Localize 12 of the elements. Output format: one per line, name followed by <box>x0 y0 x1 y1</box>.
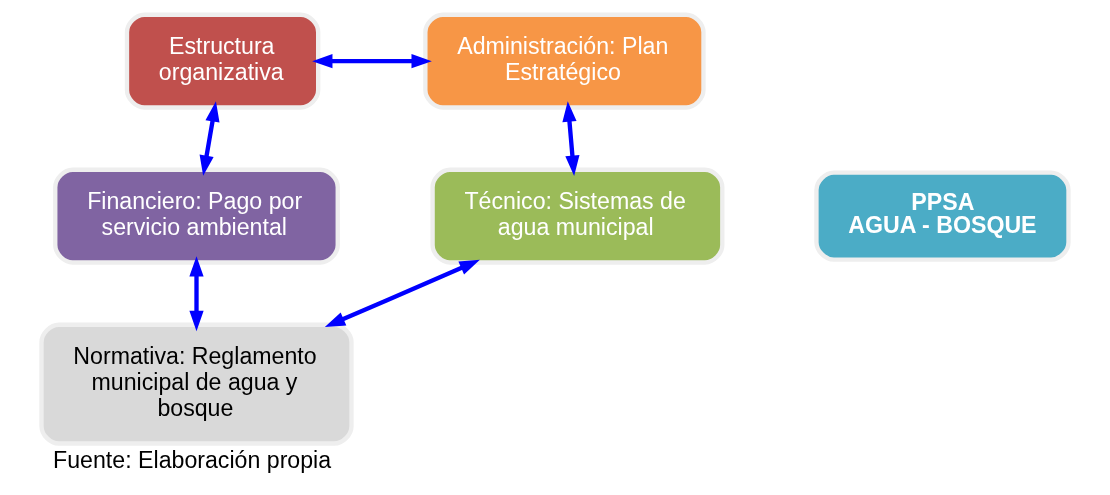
arrow <box>562 100 580 176</box>
arrow <box>324 259 480 327</box>
arrow <box>189 255 204 331</box>
node-box: Administración: Plan Estratégico <box>423 12 706 110</box>
node-box: Técnico: Sistemas de agua municipal <box>430 167 725 265</box>
node-box: Financiero: Pago por servicio ambiental <box>53 167 340 265</box>
arrow <box>199 100 220 176</box>
node-box: Normativa: Reglamento municipal de agua y bosque <box>39 322 354 446</box>
node-box: Estructura organizativa <box>124 12 321 110</box>
node-box: PPSA AGUA - BOSQUE <box>814 170 1071 262</box>
caption: Fuente: Elaboración propia <box>53 446 332 473</box>
arrow <box>312 53 432 68</box>
